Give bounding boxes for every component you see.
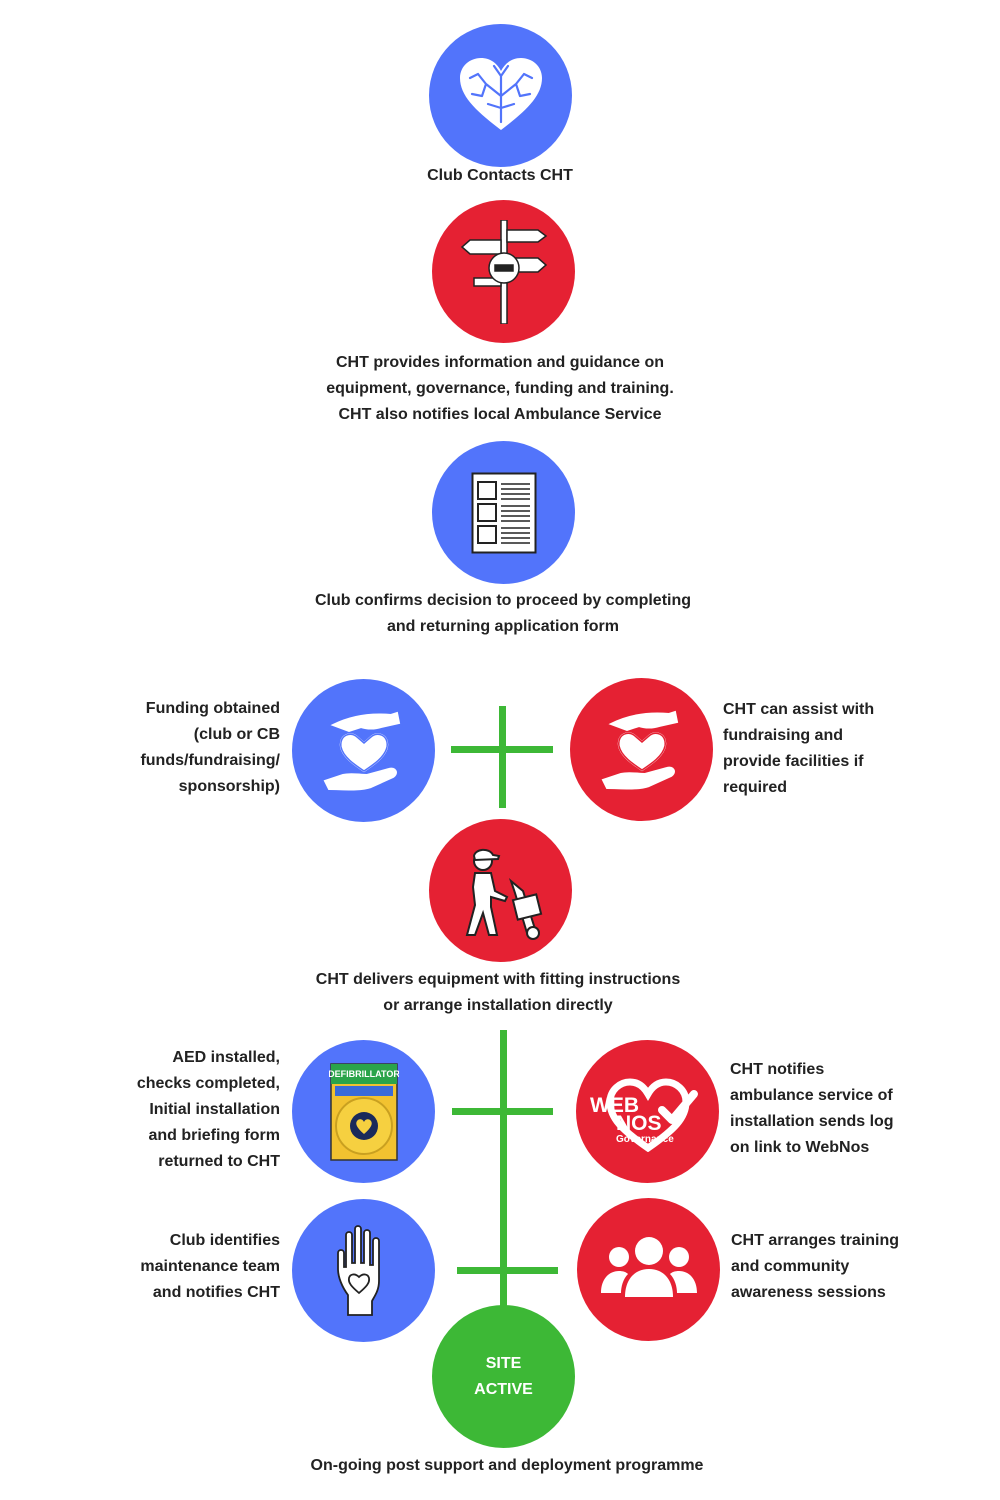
connector-h-maintenance bbox=[457, 1267, 558, 1274]
step-training-circle bbox=[577, 1198, 720, 1341]
step-cht-assist-circle bbox=[570, 678, 713, 821]
step-guidance-label: CHT provides information and guidance on… bbox=[326, 354, 674, 423]
coral-heart-icon bbox=[459, 57, 542, 130]
step-funding-obtained-label: Funding obtained (club or CB funds/fundr… bbox=[140, 700, 280, 795]
form-document-icon bbox=[471, 472, 536, 553]
step-aed-installed-circle: DEFIBRILLATOR bbox=[292, 1040, 435, 1183]
defibrillator-cabinet-icon: DEFIBRILLATOR bbox=[329, 1062, 399, 1161]
step-confirm-circle bbox=[432, 441, 575, 584]
hands-heart-icon bbox=[323, 711, 400, 790]
step-funding-obtained-circle bbox=[292, 679, 435, 822]
step-aed-installed-label: AED installed, checks completed, Initial… bbox=[136, 1049, 280, 1170]
step-delivers-label: CHT delivers equipment with fitting inst… bbox=[315, 971, 681, 1014]
connector-v-funding bbox=[499, 706, 506, 808]
delivery-person-icon bbox=[465, 848, 542, 940]
step-notifies-ambulance-circle: WEB NOS Governance bbox=[576, 1040, 719, 1183]
site-active-circle: SITE ACTIVE bbox=[432, 1305, 575, 1448]
step-club-contacts-label: Club Contacts CHT bbox=[427, 167, 573, 184]
step-maintenance-label: Club identifies maintenance team and not… bbox=[140, 1232, 280, 1301]
webnos-text-1: WEB bbox=[590, 1094, 639, 1117]
connector-h-install bbox=[452, 1108, 553, 1115]
signpost-icon bbox=[460, 219, 547, 324]
hand-heart-icon bbox=[336, 1224, 380, 1316]
site-active-label: SITE ACTIVE bbox=[474, 1354, 533, 1398]
step-maintenance-circle bbox=[292, 1199, 435, 1342]
hands-heart-icon bbox=[601, 710, 678, 789]
defibrillator-label: DEFIBRILLATOR bbox=[329, 1069, 399, 1079]
step-confirm-label: Club confirms decision to proceed by com… bbox=[314, 592, 692, 635]
webnos-text-3: Governance bbox=[616, 1134, 674, 1145]
step-delivers-circle bbox=[429, 819, 572, 962]
step-guidance-circle bbox=[432, 200, 575, 343]
ongoing-support-label: On-going post support and deployment pro… bbox=[310, 1457, 704, 1474]
step-cht-assist-label: CHT can assist with fundraising and prov… bbox=[723, 701, 875, 796]
step-club-contacts-circle bbox=[429, 24, 572, 167]
webnos-logo-icon: WEB NOS Governance bbox=[590, 1077, 698, 1152]
group-people-icon bbox=[600, 1236, 697, 1297]
connector-v-main bbox=[500, 1030, 507, 1310]
webnos-text-2: NOS bbox=[616, 1112, 662, 1135]
step-notifies-ambulance-label: CHT notifies ambulance service of instal… bbox=[730, 1061, 894, 1156]
step-training-label: CHT arranges training and community awar… bbox=[731, 1232, 900, 1301]
